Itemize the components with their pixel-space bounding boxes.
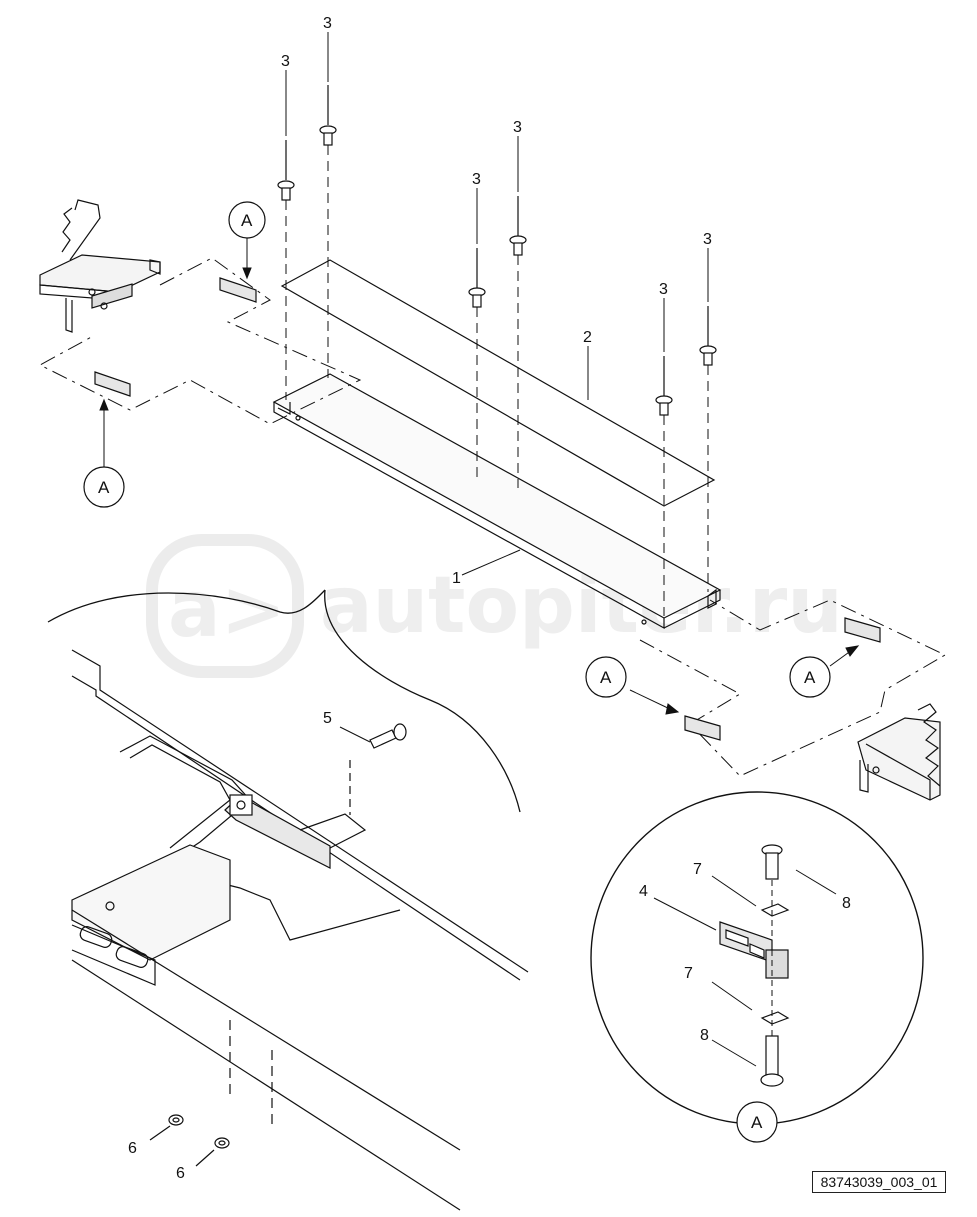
rivet-3c — [468, 248, 486, 308]
label-part-7a: 7 — [693, 861, 702, 878]
view-arrows — [99, 237, 860, 715]
rivet-3d — [509, 196, 527, 256]
label-part-6b: 6 — [176, 1165, 185, 1182]
washer-top — [760, 903, 790, 917]
watermark-logo-glyph: a> — [168, 565, 286, 655]
screw-top-shank — [765, 852, 779, 880]
figure-reference-number: 83743039_003_01 — [812, 1171, 946, 1193]
label-part-4: 4 — [639, 883, 648, 900]
screw-bottom-head — [760, 1073, 784, 1087]
clip-parts — [94, 277, 881, 741]
view-a-label-1: A — [241, 211, 253, 230]
view-a-label-4: A — [804, 668, 816, 687]
label-part-3b: 3 — [323, 15, 332, 32]
label-part-3d: 3 — [513, 119, 522, 136]
label-part-5: 5 — [323, 710, 332, 727]
leader-lines — [285, 32, 709, 743]
label-part-7b: 7 — [684, 965, 693, 982]
view-a-callouts: A A A A — [83, 201, 831, 698]
break-line-right — [324, 589, 521, 813]
break-line-left — [47, 589, 326, 623]
washer-bottom — [760, 1011, 790, 1025]
watermark: a> autopiter.ru — [146, 534, 843, 678]
label-part-3e: 3 — [659, 281, 668, 298]
label-part-8b: 8 — [700, 1027, 709, 1044]
rivet-3f — [699, 306, 717, 366]
assembly-boundary-right — [639, 599, 947, 777]
label-part-3c: 3 — [472, 171, 481, 188]
view-a-label-2: A — [98, 478, 110, 497]
rivet-axis-lines — [285, 145, 709, 616]
left-mount-bracket — [39, 199, 161, 333]
clip-block — [765, 949, 789, 979]
view-a-label-detail: A — [751, 1113, 763, 1132]
label-part-3a: 3 — [281, 53, 290, 70]
label-part-2: 2 — [583, 329, 592, 346]
label-part-3f: 3 — [703, 231, 712, 248]
part-1-channel — [272, 373, 722, 630]
part-2-plate — [280, 259, 716, 507]
label-part-6a: 6 — [128, 1140, 137, 1157]
part-number-labels: 3 3 3 3 3 3 2 1 5 — [281, 15, 712, 727]
part-6-nuts — [149, 1020, 273, 1167]
assembly-boundary — [38, 257, 362, 425]
vehicle-frame-detail — [71, 649, 529, 1211]
watermark-text: autopiter.ru — [320, 561, 843, 651]
right-mount-bracket — [857, 703, 941, 801]
detail-view-a: 7 8 4 7 8 A — [590, 791, 924, 1143]
rivet-3a — [277, 140, 295, 201]
part-5-bolt — [349, 723, 407, 815]
label-part-1: 1 — [452, 570, 461, 587]
label-part-8a: 8 — [842, 895, 851, 912]
part-3-rivets — [277, 85, 717, 416]
screw-bottom-shank — [765, 1035, 779, 1077]
view-a-label-3: A — [600, 668, 612, 687]
rivet-3b — [319, 85, 337, 146]
rivet-3e — [655, 356, 673, 416]
